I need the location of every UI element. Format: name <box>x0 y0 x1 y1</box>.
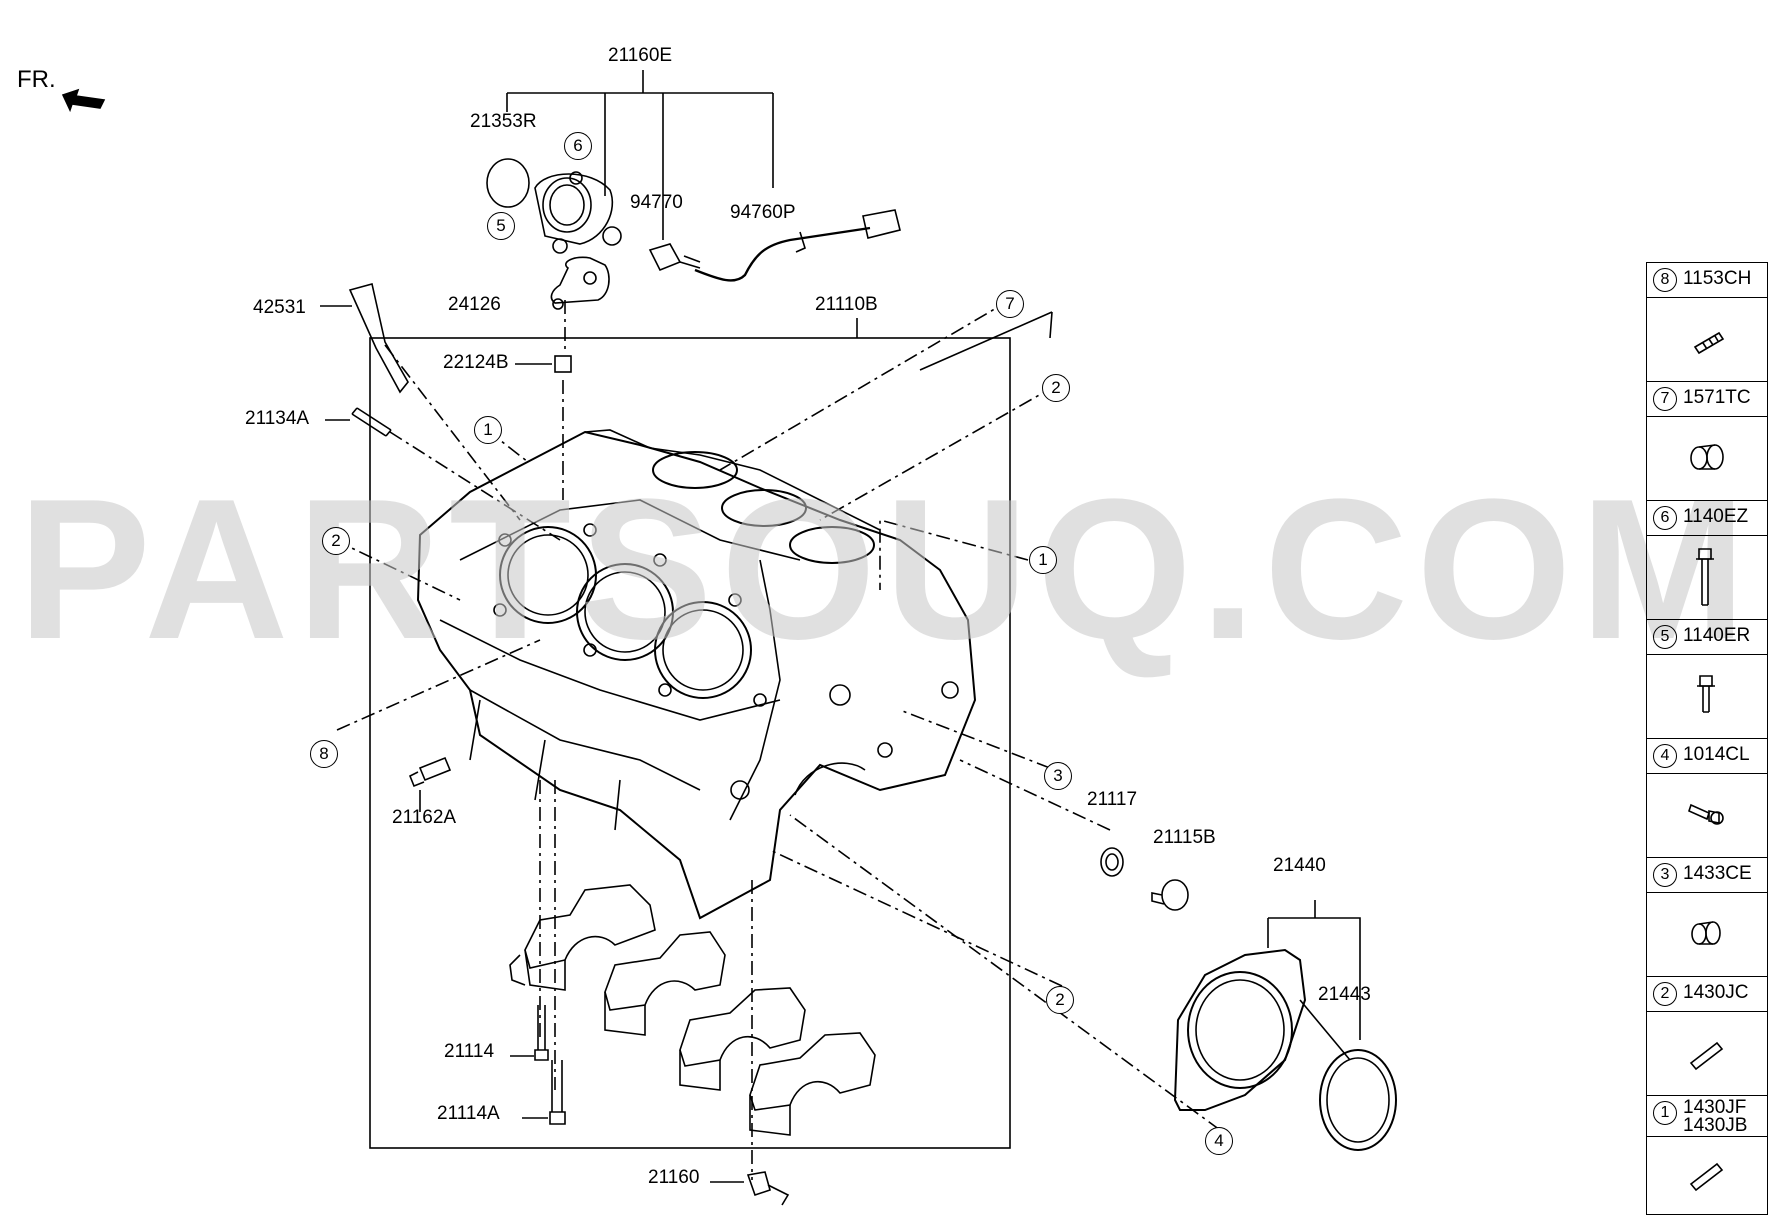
legend-code: 1153CH <box>1683 268 1752 289</box>
part-label-21134A[interactable]: 21134A <box>245 408 310 429</box>
callout-8[interactable]: 8 <box>310 740 338 768</box>
long-bolt-icon <box>1647 535 1767 619</box>
part-label-42531[interactable]: 42531 <box>253 297 306 318</box>
legend-row[interactable]: 7 1571TC <box>1647 382 1767 501</box>
part-label-21353R[interactable]: 21353R <box>470 111 537 132</box>
legend-number: 5 <box>1653 625 1677 649</box>
part-label-94770[interactable]: 94770 <box>630 192 683 213</box>
short-bolt-icon <box>1647 654 1767 738</box>
part-label-21162A[interactable]: 21162A <box>392 807 457 828</box>
callout-5[interactable]: 5 <box>487 212 515 240</box>
part-label-21443[interactable]: 21443 <box>1318 984 1371 1005</box>
legend-number: 4 <box>1653 744 1677 768</box>
legend-row[interactable]: 8 1153CH <box>1647 263 1767 382</box>
part-label-24126[interactable]: 24126 <box>448 294 501 315</box>
plug-cap-icon <box>1647 892 1767 976</box>
part-label-94760P[interactable]: 94760P <box>730 202 796 223</box>
legend-number: 6 <box>1653 506 1677 530</box>
callout-2[interactable]: 2 <box>1046 986 1074 1014</box>
callout-6[interactable]: 6 <box>564 132 592 160</box>
part-label-21117[interactable]: 21117 <box>1087 789 1138 810</box>
callout-4[interactable]: 4 <box>1205 1127 1233 1155</box>
callout-1[interactable]: 1 <box>1029 546 1057 574</box>
part-label-21160E[interactable]: 21160E <box>608 45 673 66</box>
legend-code: 1571TC <box>1683 387 1751 408</box>
legend-code: 1140EZ <box>1683 506 1749 527</box>
legend-code: 1140ER <box>1683 625 1751 646</box>
legend-number: 1 <box>1653 1101 1677 1125</box>
part-label-21114[interactable]: 21114 <box>444 1041 495 1062</box>
part-label-21160[interactable]: 21160 <box>648 1167 700 1188</box>
callout-3[interactable]: 3 <box>1044 762 1072 790</box>
hardware-legend: 8 1153CH 7 1571TC 6 1140EZ <box>1646 262 1768 1215</box>
part-label-21114A[interactable]: 21114A <box>437 1103 500 1124</box>
legend-number: 3 <box>1653 863 1677 887</box>
dowel-pin-icon <box>1647 1011 1767 1095</box>
legend-row[interactable]: 4 1014CL <box>1647 739 1767 858</box>
legend-row[interactable]: 5 1140ER <box>1647 620 1767 739</box>
legend-number: 7 <box>1653 387 1677 411</box>
legend-code: 1014CL <box>1683 744 1750 765</box>
legend-row[interactable]: 3 1433CE <box>1647 858 1767 977</box>
part-label-22124B[interactable]: 22124B <box>443 352 509 373</box>
watermark: PARTSOUQ.COM <box>17 458 1755 681</box>
dowel-pin-icon <box>1647 1136 1767 1214</box>
callout-2[interactable]: 2 <box>1042 374 1070 402</box>
legend-code: 1433CE <box>1683 863 1752 884</box>
front-arrow-icon <box>61 88 106 113</box>
part-label-21440[interactable]: 21440 <box>1273 855 1326 876</box>
callout-2[interactable]: 2 <box>322 527 350 555</box>
legend-code: 1430JB <box>1683 1115 1748 1136</box>
part-label-21115B[interactable]: 21115B <box>1153 827 1216 848</box>
legend-code: 1430JF <box>1683 1097 1747 1118</box>
callout-1[interactable]: 1 <box>474 416 502 444</box>
legend-number: 8 <box>1653 268 1677 292</box>
legend-row[interactable]: 2 1430JC <box>1647 977 1767 1096</box>
legend-code: 1430JC <box>1683 982 1749 1003</box>
part-label-21110B[interactable]: 21110B <box>815 294 878 315</box>
legend-row[interactable]: 1 1430JF 1430JB <box>1647 1096 1767 1214</box>
legend-number: 2 <box>1653 982 1677 1006</box>
flange-bolt-icon <box>1647 773 1767 857</box>
stud-bolt-icon <box>1647 297 1767 381</box>
plug-cap-icon <box>1647 416 1767 500</box>
front-orientation-label: FR. <box>17 66 56 93</box>
callout-7[interactable]: 7 <box>996 290 1024 318</box>
legend-row[interactable]: 6 1140EZ <box>1647 501 1767 620</box>
